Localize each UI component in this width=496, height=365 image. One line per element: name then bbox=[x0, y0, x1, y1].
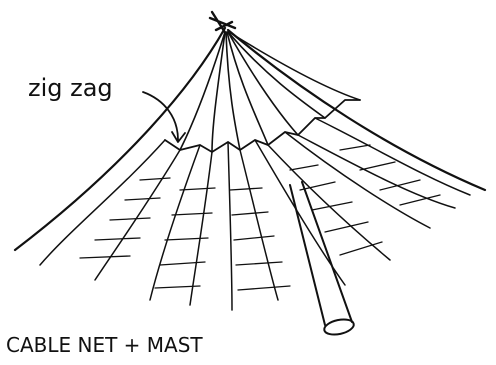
mast bbox=[290, 182, 355, 337]
lower-radial-cables bbox=[40, 118, 470, 310]
caption: CABLE NET + MAST bbox=[6, 333, 203, 357]
upper-radial-cables bbox=[180, 32, 360, 152]
cross-ties bbox=[80, 145, 440, 290]
annotation-label: zig zag bbox=[28, 74, 113, 102]
mast-head bbox=[210, 12, 235, 34]
roof-left-edge bbox=[15, 28, 225, 250]
roof-outline bbox=[15, 28, 485, 250]
annotation-arrow bbox=[143, 92, 185, 142]
